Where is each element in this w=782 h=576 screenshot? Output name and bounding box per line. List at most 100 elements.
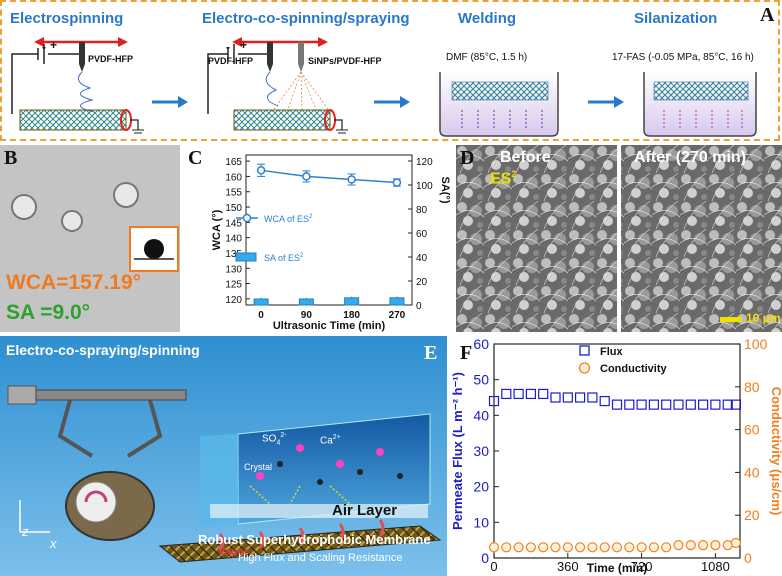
f-flux-point <box>698 399 709 410</box>
f-right-tick-label: 40 <box>744 464 760 480</box>
es2-text: ES <box>490 170 512 188</box>
f-conductivity-point <box>685 540 696 551</box>
label-plus-2: + <box>240 38 248 52</box>
label-pvdf-hfp-2: PVDF-HFP <box>208 56 253 66</box>
f-conductivity-point <box>710 540 721 551</box>
f-right-tick-label: 0 <box>744 550 752 566</box>
f-x-tick-label: 360 <box>557 559 579 574</box>
f-conductivity-point <box>513 542 524 553</box>
f-conductivity-point <box>722 540 733 551</box>
c-left-tick-label: 135 <box>225 249 242 260</box>
c-right-tick-label: 120 <box>416 157 433 168</box>
fabrication-schematic <box>11 37 757 137</box>
f-conductivity-point <box>611 542 623 553</box>
c-left-tick-label: 165 <box>225 157 242 168</box>
label-plus-1: + <box>50 38 58 52</box>
label-minus-2: - <box>226 40 230 54</box>
f-left-tick-label: 0 <box>481 550 489 566</box>
label-silanization-conditions: 17-FAS (-0.05 MPa, 85°C, 16 h) <box>612 52 754 63</box>
f-flux-point <box>673 399 684 410</box>
f-right-tick-label: 100 <box>744 336 768 352</box>
f-left-tick-label: 50 <box>473 372 489 388</box>
c-left-tick-label: 160 <box>225 172 242 183</box>
f-flux-point <box>661 399 672 410</box>
step-title-silanization: Silanization <box>634 10 718 27</box>
so4-sup: 2- <box>280 432 287 439</box>
f-flux-point <box>538 388 549 400</box>
panel-e: Electro-co-spraying/spinning E SO42- Ca2… <box>0 336 447 576</box>
f-conductivity-point <box>538 542 549 553</box>
arrow-3 <box>588 96 624 108</box>
f-flux-point <box>574 392 586 403</box>
c-x-tick-label: 180 <box>343 310 360 321</box>
chart-f-ylabel-left: Permeate Flux (L m⁻² h⁻¹) <box>450 372 465 530</box>
label-pvdf-hfp-1: PVDF-HFP <box>88 54 133 64</box>
axis-z-label: z <box>22 524 29 539</box>
arrow-2 <box>374 96 410 108</box>
f-conductivity-point <box>673 540 684 551</box>
f-conductivity-point <box>636 542 647 553</box>
c-left-tick-label: 130 <box>225 264 242 275</box>
chart-c-ylabel-left: WCA (°) <box>211 209 223 250</box>
chart-c: 1651601551501451401351301251201201008060… <box>211 154 451 332</box>
ca-text: Ca <box>320 435 333 447</box>
panel-a: Electrospinning Electro-co-spinning/spra… <box>0 0 780 141</box>
so4-text: SO <box>262 433 277 445</box>
f-flux-point <box>525 388 537 400</box>
f-conductivity-point <box>488 542 500 553</box>
electrospinning-setup <box>11 37 144 134</box>
f-flux-point <box>599 395 610 407</box>
ca-sup: 2+ <box>332 434 341 441</box>
f-x-tick-label: 1080 <box>701 559 730 574</box>
sem-before-title: Before <box>500 149 551 166</box>
f-conductivity-point <box>550 542 561 553</box>
c-left-tick-label: 150 <box>225 203 242 214</box>
sem-images <box>456 145 782 332</box>
f-conductivity-point <box>562 542 573 553</box>
f-flux-point <box>513 388 524 400</box>
chart-c-ylabel-right: SA(°) <box>439 176 451 203</box>
chart-f-ylabel-right: Conductivity (μs/cm) <box>769 387 782 516</box>
c-wca-point <box>302 172 311 181</box>
f-flux-point <box>624 399 635 410</box>
f-flux-point <box>636 399 647 410</box>
f-left-tick-label: 40 <box>473 407 489 423</box>
c-right-tick-label: 100 <box>416 181 433 192</box>
membrane-schematic <box>0 336 447 576</box>
crystal-label: Crystal <box>244 462 273 472</box>
f-left-tick-label: 60 <box>473 336 489 352</box>
c-wca-line <box>260 169 397 184</box>
svg-text:SA of ES2: SA of ES2 <box>264 253 304 263</box>
panel-letter-d: D <box>460 147 475 169</box>
wca-value: WCA=157.19° <box>6 271 142 294</box>
label-minus-1: - <box>42 40 46 54</box>
f-flux-point <box>488 395 500 407</box>
f-x-tick-label: 0 <box>490 559 497 574</box>
droplet-photo <box>11 182 179 272</box>
panel-letter-c: C <box>188 147 203 169</box>
f-flux-point <box>562 392 573 403</box>
f-x-tick-label: 720 <box>631 559 653 574</box>
label-sinps: SiNPs/PVDF-HFP <box>308 56 382 66</box>
chart-f-legend: Flux Conductivity <box>578 345 667 375</box>
co-spinning-setup <box>207 37 348 134</box>
legend-wca-sup: 2 <box>309 214 313 220</box>
step-title-welding: Welding <box>458 10 517 27</box>
chart-f-xlabel: Time (min) <box>587 561 647 575</box>
c-wca-point <box>347 175 356 184</box>
silanization-bath <box>643 72 757 137</box>
c-right-tick-label: 80 <box>416 205 428 216</box>
arrow-1 <box>152 96 188 108</box>
f-flux-point <box>710 399 721 410</box>
f-right-tick-label: 60 <box>744 422 760 438</box>
f-conductivity-point <box>698 540 709 551</box>
air-layer-label: Air Layer <box>332 502 398 519</box>
axis-x-label: x <box>50 536 57 551</box>
c-right-tick-label: 40 <box>416 253 428 264</box>
panel-letter-f: F <box>460 342 473 364</box>
f-flux-point <box>501 388 512 400</box>
f-conductivity-point <box>599 542 610 553</box>
svg-text:WCA of ES2: WCA of ES2 <box>264 214 313 224</box>
chart-f-frame <box>493 343 741 559</box>
